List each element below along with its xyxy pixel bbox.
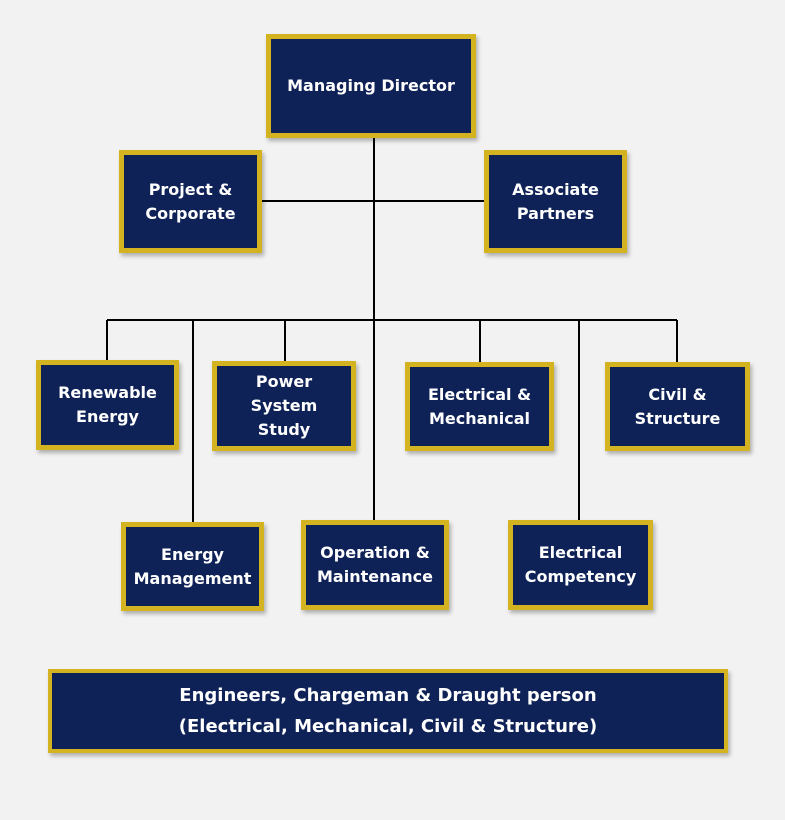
project-corporate-box: Project & Corporate [119, 150, 262, 253]
operation-maintenance-box: Operation & Maintenance [301, 520, 449, 610]
electrical-mechanical-label-line1: Electrical & [427, 384, 532, 404]
energy-management-label-line2: Management [133, 568, 252, 588]
associate-partners-label-line1: Associate [512, 179, 599, 199]
power-system-study-label-line2: Study [257, 420, 311, 439]
energy-management-label-line1: Energy [161, 544, 224, 564]
staff-footer-line2: (Electrical, Mechanical, Civil & Structu… [178, 716, 598, 737]
electrical-competency-box: Electrical Competency [508, 520, 653, 610]
operation-maintenance-label-line2: Maintenance [316, 567, 433, 586]
electrical-mechanical-label-line2: Mechanical [428, 408, 531, 428]
renewable-energy-label-line2: Energy [76, 407, 139, 426]
civil-structure-label-line2: Structure [634, 408, 721, 428]
associate-partners-label-line2: Partners [516, 203, 595, 223]
associate-partners-box: Associate Partners [484, 150, 627, 253]
electrical-competency-label-line2: Competency [524, 567, 637, 586]
project-corporate-label-line1: Project & [148, 179, 233, 199]
electrical-competency-label-line1: Electrical [538, 543, 623, 562]
managing-director-label: Managing Director [287, 76, 455, 95]
staff-footer-box: Engineers, Chargeman & Draught person (E… [48, 669, 728, 753]
operation-maintenance-label-line1: Operation & [320, 543, 430, 562]
civil-structure-box: Civil & Structure [605, 362, 750, 451]
renewable-energy-label-line1: Renewable [58, 383, 157, 402]
civil-structure-label-line1: Civil & [648, 384, 707, 404]
power-system-study-label-line1: Power System [250, 372, 318, 415]
staff-footer-line1: Engineers, Chargeman & Draught person [179, 685, 597, 706]
electrical-mechanical-box: Electrical & Mechanical [405, 362, 554, 451]
project-corporate-label-line2: Corporate [145, 203, 236, 223]
renewable-energy-box: Renewable Energy [36, 360, 179, 450]
energy-management-box: Energy Management [121, 522, 264, 611]
power-system-study-box: Power System Study [212, 361, 356, 451]
managing-director-box: Managing Director [266, 34, 476, 138]
